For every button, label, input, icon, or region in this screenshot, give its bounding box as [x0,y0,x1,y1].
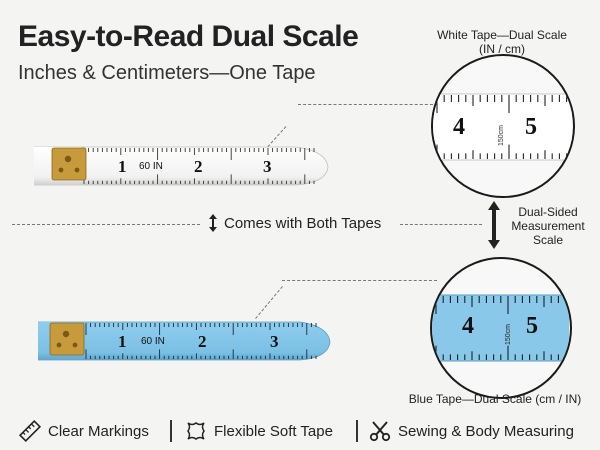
fabric-icon [187,422,205,440]
blue-zoom-number-4: 4 [462,313,474,339]
feature-flexible-tape: Flexible Soft Tape [184,418,333,444]
white-tape-caption: White Tape—Dual Scale (IN / cm) [427,28,577,56]
white-zoom-graphic [433,93,572,161]
blue-tape-caption: Blue Tape—Dual Scale (cm / IN) [408,392,582,406]
feature-clear-markings: Clear Markings [18,418,149,444]
feature-bar: Clear Markings Flexible Soft Tape Sewing… [0,410,600,450]
double-arrow-vertical-icon [209,214,217,232]
white-zoom-number-5: 5 [525,114,537,140]
feature-clear-markings-label: Clear Markings [48,422,149,440]
feature-separator-2 [356,420,358,442]
white-tape-start-label: 60 IN [139,161,163,172]
feature-separator-1 [170,420,172,442]
white-tape-number-1: 1 [118,157,127,176]
blue-tape: 1 60 IN 2 3 [38,318,332,362]
feature-sewing-label: Sewing & Body Measuring [398,422,574,440]
brass-tip [51,147,87,181]
blue-tape-start-label: 60 IN [141,336,165,347]
white-tape-graphic [34,146,329,186]
blue-tape-number-3: 3 [270,332,279,351]
white-zoom-small-label: 150cm [498,124,506,147]
white-tape-number-3: 3 [263,157,272,176]
blue-leader-diag [255,286,283,319]
blue-zoom-number-5: 5 [526,313,538,339]
feature-sewing: Sewing & Body Measuring [368,418,574,444]
dual-sided-caption: Dual-Sided Measurement Scale [511,205,585,247]
white-tape-caption-line1: White Tape—Dual Scale [437,28,567,42]
brass-tip-blue [49,322,85,356]
blue-leader-line [282,280,437,281]
blue-tape-zoom-circle: 4 150cm 5 [430,257,572,399]
white-tape-number-2: 2 [194,157,203,176]
ruler-icon [18,419,42,443]
double-arrow-icon [488,201,500,249]
page-subtitle: Inches & Centimeters—One Tape [18,62,316,84]
page-title: Easy-to-Read Dual Scale [18,20,359,53]
middle-right-dash [400,224,482,225]
both-tapes-label: Comes with Both Tapes [224,215,382,232]
blue-tape-number-1: 1 [118,332,127,351]
blue-tape-graphic [38,321,331,361]
white-tape-caption-line2: (IN / cm) [479,42,525,56]
white-tape: 1 60 IN 2 3 [34,143,330,187]
white-leader-line [298,104,438,105]
middle-left-dash [12,224,200,225]
blue-tape-number-2: 2 [198,332,207,351]
blue-zoom-graphic [432,294,569,362]
feature-flexible-tape-label: Flexible Soft Tape [214,422,333,440]
scissors-icon [369,421,391,442]
blue-zoom-small-label: 150cm [505,323,513,346]
white-tape-zoom-circle: 4 150cm 5 [431,54,575,198]
white-zoom-number-4: 4 [453,114,465,140]
